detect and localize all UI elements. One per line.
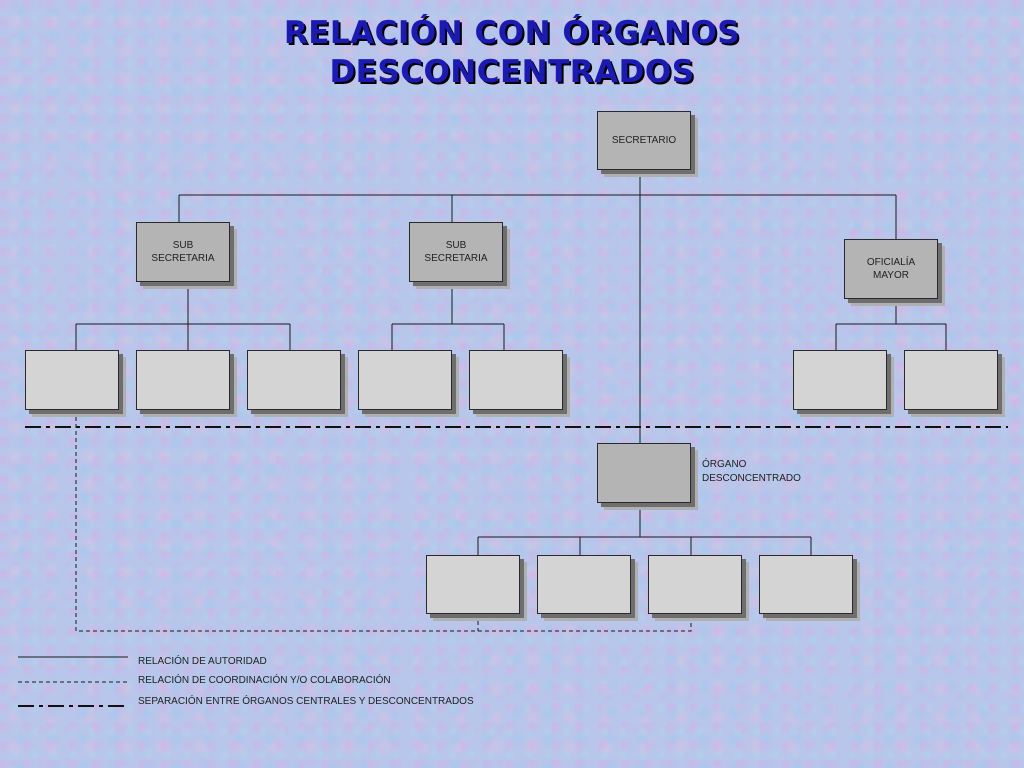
- sub-secretaria-1-box: SUB SECRETARIA: [136, 222, 230, 282]
- unit-box: [537, 555, 631, 614]
- unit-box: [904, 350, 998, 410]
- unit-box: [648, 555, 742, 614]
- legend-coordination: RELACIÓN DE COORDINACIÓN Y/O COLABORACIÓ…: [138, 675, 391, 686]
- oficialia-mayor-box: OFICIALÍA MAYOR: [844, 239, 938, 299]
- sub-secretaria-2-box: SUB SECRETARIA: [409, 222, 503, 282]
- legend-authority: RELACIÓN DE AUTORIDAD: [138, 656, 267, 667]
- coordination-line: [75, 410, 692, 632]
- sub-secretaria-1-label: SUB SECRETARIA: [151, 240, 215, 264]
- unit-box: [247, 350, 341, 410]
- organo-desconcentrado-label: ÓRGANO DESCONCENTRADO: [702, 459, 801, 484]
- secretario-box: SECRETARIO: [597, 111, 691, 170]
- unit-box: [426, 555, 520, 614]
- unit-box: [25, 350, 119, 410]
- unit-box: [358, 350, 452, 410]
- unit-box: [759, 555, 853, 614]
- secretario-label: SECRETARIO: [611, 135, 677, 146]
- organo-desconcentrado-box: [597, 443, 691, 503]
- unit-box: [136, 350, 230, 410]
- unit-box: [469, 350, 563, 410]
- unit-box: [793, 350, 887, 410]
- title-line-1: RELACIÓN CON ÓRGANOS: [283, 15, 741, 51]
- sub-secretaria-2-label: SUB SECRETARIA: [424, 240, 488, 264]
- oficialia-mayor-label: OFICIALÍA MAYOR: [866, 257, 916, 281]
- title-line-2: DESCONCENTRADOS: [329, 54, 695, 90]
- page-title: RELACIÓN CON ÓRGANOS DESCONCENTRADOS: [0, 14, 1024, 92]
- legend-separation: SEPARACIÓN ENTRE ÓRGANOS CENTRALES Y DES…: [138, 696, 474, 707]
